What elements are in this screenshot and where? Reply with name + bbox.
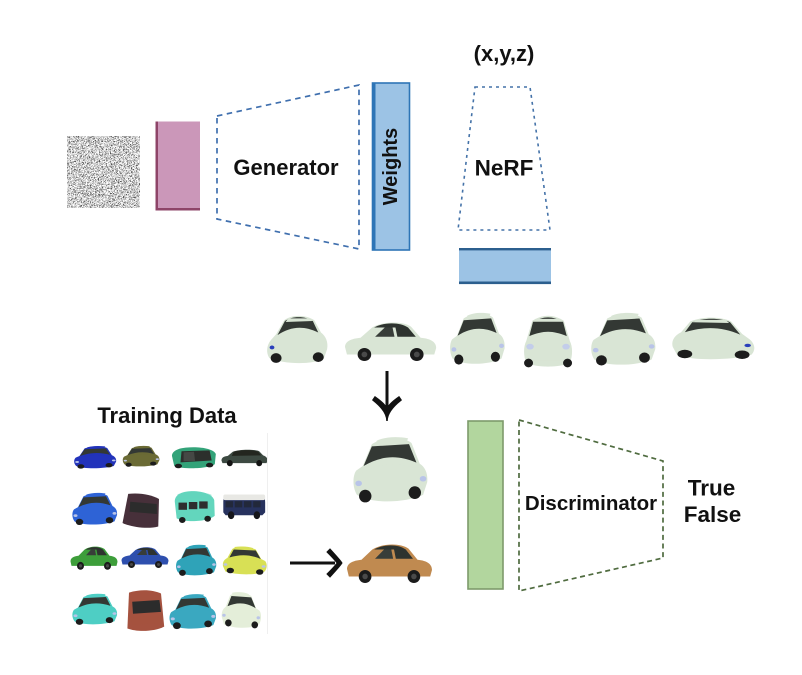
svg-text:Weights: Weights xyxy=(380,128,402,205)
svg-text:Discriminator: Discriminator xyxy=(525,492,657,515)
svg-text:NeRF: NeRF xyxy=(475,156,534,181)
svg-text:Generator: Generator xyxy=(233,155,339,180)
svg-text:False: False xyxy=(684,502,742,527)
svg-text:True: True xyxy=(688,476,736,501)
svg-text:(x,y,z): (x,y,z) xyxy=(474,41,535,66)
svg-text:Training Data: Training Data xyxy=(97,403,237,428)
